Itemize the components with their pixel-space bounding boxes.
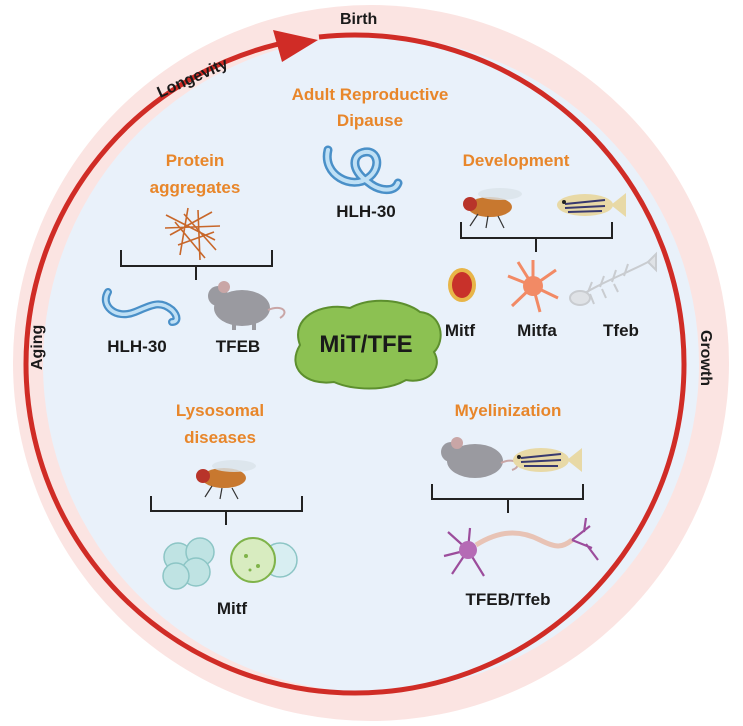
protein-title-line2: aggregates: [150, 178, 241, 197]
lysosome-icon: [230, 537, 298, 583]
myelinization-bracket: [431, 484, 584, 513]
development-gene2: Mitfa: [517, 321, 557, 340]
protein-gene2: TFEB: [216, 337, 260, 356]
neuron-icon: [443, 517, 599, 577]
lysosomal-title-line1: Lysosomal: [176, 401, 264, 420]
mit-tfe-blob: [294, 299, 442, 390]
development-gene1: Mitf: [445, 321, 476, 340]
development-bracket: [460, 222, 613, 252]
worm-icon: [102, 288, 181, 326]
protein-bracket: [120, 250, 273, 280]
diapause-title-line2: Dipause: [337, 111, 403, 130]
center-label: MiT/TFE: [319, 331, 412, 358]
development-gene3: Tfeb: [603, 321, 639, 340]
mouse-icon: [208, 281, 286, 330]
diapause-gene: HLH-30: [336, 202, 396, 221]
lysosome-icon: [162, 537, 215, 590]
ring-label-growth: Growth: [697, 330, 714, 386]
protein-aggregate-icon: [164, 207, 221, 261]
ring-label-aging: Aging: [29, 325, 46, 370]
diapause-title-line1: Adult Reproductive: [292, 85, 449, 104]
mouse-icon: [441, 437, 519, 478]
fish-skeleton-icon: [569, 251, 657, 306]
fly-icon: [463, 188, 522, 229]
myelinization-gene: TFEB/Tfeb: [466, 590, 551, 609]
worm-icon: [322, 145, 403, 195]
melanocyte-icon: [507, 260, 559, 313]
fly-eye-icon: [448, 268, 476, 302]
zebrafish-icon: [513, 448, 582, 472]
myelinization-title: Myelinization: [455, 401, 562, 420]
life-cycle-arc: [23, 32, 687, 696]
arrow-head-icon: [273, 30, 318, 62]
development-title: Development: [463, 151, 570, 170]
ring-label-birth: Birth: [340, 11, 377, 28]
zebrafish-icon: [557, 193, 626, 217]
fly-icon: [196, 460, 256, 500]
protein-title-line1: Protein: [166, 151, 225, 170]
lysosomal-gene: Mitf: [217, 599, 248, 618]
lysosomal-bracket: [150, 496, 303, 525]
lysosomal-title-line2: diseases: [184, 428, 256, 447]
protein-gene1: HLH-30: [107, 337, 167, 356]
